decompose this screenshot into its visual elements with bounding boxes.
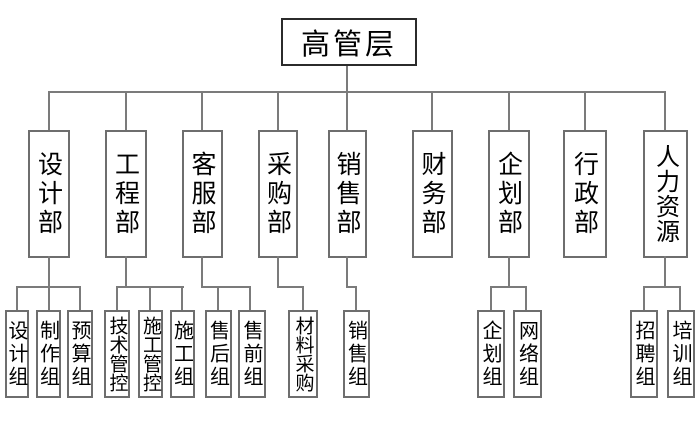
connector-stub-network-group [525,287,527,310]
connector-drop-planning [508,92,510,130]
connector-engineering-vertical [125,256,127,288]
team-box-recruitment-group: 招聘组 [630,310,658,398]
connector-drop-engineering [125,92,127,130]
dept-box-design: 设计部 [28,130,70,258]
connector-customer-service-vertical [201,256,203,288]
team-box-construction-control: 施工管控 [138,310,163,398]
connector-sales-rail [346,286,357,288]
connector-drop-finance [431,92,433,130]
team-label-sales-group: 销售组 [344,319,369,389]
team-box-design-group: 设计组 [5,310,29,398]
team-box-network-group: 网络组 [513,310,542,398]
dept-label-design: 设计部 [34,150,64,238]
team-box-budget-group: 预算组 [67,310,93,398]
dept-box-procurement: 采购部 [258,130,298,258]
connector-drop-design [48,92,50,130]
team-label-network-group: 网络组 [515,319,540,389]
connector-main-rail [48,91,666,93]
connector-stub-material-procurement [302,287,304,310]
team-label-pre-sales-group: 售前组 [240,319,264,389]
connector-stub-recruitment-group [643,287,645,310]
connector-drop-sales [346,92,348,130]
dept-box-sales: 销售部 [328,130,367,258]
connector-stub-after-sales-group [217,287,219,310]
connector-procurement-vertical [277,256,279,288]
dept-box-finance: 财务部 [412,130,453,258]
connector-procurement-rail [277,286,304,288]
connector-hr-vertical [664,256,666,288]
dept-label-engineering: 工程部 [111,150,141,238]
connector-stub-budget-group [79,287,81,310]
team-label-tech-control: 技术管控 [106,316,129,392]
team-label-budget-group: 预算组 [68,319,92,389]
connector-stub-construction-group [181,287,183,310]
team-label-production-group: 制作组 [36,319,61,389]
dept-box-customer-service: 客服部 [182,130,223,258]
connector-sales-vertical [346,256,348,288]
connector-root-vertical [346,66,348,92]
team-box-training-group: 培训组 [667,310,695,398]
team-box-planning-group: 企划组 [477,310,505,398]
connector-stub-planning-group [490,287,492,310]
connector-planning-vertical [508,256,510,288]
connector-stub-tech-control [116,287,118,310]
dept-label-finance: 财务部 [418,150,447,238]
dept-box-hr: 人力资源 [643,130,688,258]
team-box-pre-sales-group: 售前组 [238,310,266,398]
team-box-after-sales-group: 售后组 [205,310,232,398]
team-box-production-group: 制作组 [36,310,61,398]
connector-drop-hr [664,92,666,130]
connector-stub-training-group [679,287,681,310]
connector-stub-design-group [16,287,18,310]
root-box-executive: 高管层 [281,18,417,66]
team-label-construction-group: 施工组 [170,319,195,389]
dept-label-hr: 人力资源 [651,144,680,244]
dept-label-planning: 企划部 [494,150,524,238]
team-box-sales-group: 销售组 [343,310,370,398]
team-label-planning-group: 企划组 [479,319,503,389]
connector-stub-pre-sales-group [249,287,251,310]
team-label-construction-control: 施工管控 [140,316,162,392]
dept-box-admin: 行政部 [563,130,607,258]
dept-label-admin: 行政部 [570,150,600,238]
dept-box-engineering: 工程部 [105,130,147,258]
connector-customer-service-rail [201,286,251,288]
connector-stub-sales-group [355,287,357,310]
connector-design-vertical [48,256,50,310]
connector-drop-procurement [277,92,279,130]
dept-label-customer-service: 客服部 [188,150,217,238]
team-label-training-group: 培训组 [669,319,693,389]
dept-box-planning: 企划部 [488,130,530,258]
team-label-after-sales-group: 售后组 [206,319,231,389]
dept-label-sales: 销售部 [333,150,362,238]
team-box-tech-control: 技术管控 [104,310,130,398]
team-label-design-group: 设计组 [5,319,29,389]
connector-design-rail [16,286,81,288]
dept-label-procurement: 采购部 [263,150,293,238]
connector-stub-construction-control [149,287,151,310]
connector-drop-admin [584,92,586,130]
connector-planning-rail [490,286,527,288]
team-label-recruitment-group: 招聘组 [632,319,656,389]
team-box-material-procurement: 材料采购 [288,310,318,398]
connector-hr-rail [643,286,681,288]
connector-drop-customer-service [201,92,203,130]
team-label-material-procurement: 材料采购 [292,316,315,392]
root-label: 高管层 [300,27,397,61]
team-box-construction-group: 施工组 [170,310,195,398]
